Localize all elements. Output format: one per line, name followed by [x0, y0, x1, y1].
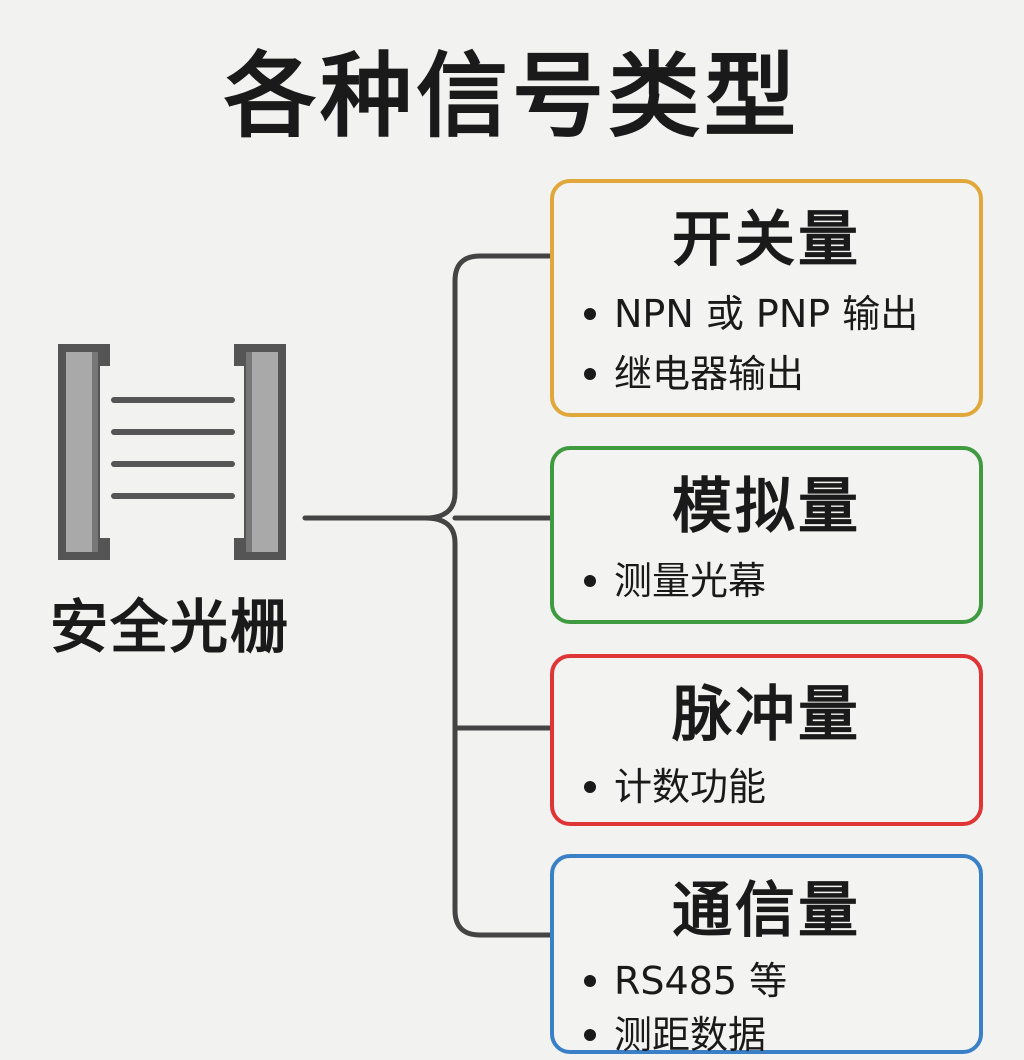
bullet-dot: [584, 307, 596, 320]
left-bracket: [58, 344, 110, 560]
bullet-dot: [584, 574, 596, 587]
light-beams: [111, 397, 235, 499]
card-switch-signal: 开关量 NPN 或 PNP 输出 继电器输出: [550, 179, 983, 417]
list-item-label: NPN 或 PNP 输出: [614, 292, 919, 336]
list-item: 测距数据: [584, 1010, 766, 1060]
connector-lines: [302, 253, 553, 938]
bullet-dot: [584, 1028, 596, 1041]
card-communication-signal: 通信量 RS485 等 测距数据: [550, 854, 983, 1057]
list-item-label: 测量光幕: [614, 559, 767, 603]
card-title: 通信量: [672, 876, 861, 946]
bullet-dot: [584, 974, 596, 987]
light-curtain-icon: [58, 344, 286, 560]
card-title: 模拟量: [672, 472, 861, 542]
list-item-label: 继电器输出: [614, 352, 805, 396]
card-title: 开关量: [672, 205, 861, 275]
list-item-label: 测距数据: [614, 1013, 767, 1057]
right-bracket: [234, 344, 286, 560]
list-item: NPN 或 PNP 输出: [584, 289, 918, 339]
list-item: 继电器输出: [584, 349, 804, 399]
card-analog-signal: 模拟量 测量光幕: [550, 446, 983, 624]
branch-switch: [422, 253, 553, 521]
list-item: 测量光幕: [584, 556, 766, 606]
bullet-dot: [584, 780, 596, 793]
branch-comm: [452, 725, 553, 938]
page-title: 各种信号类型: [223, 43, 800, 150]
device-label: 安全光栅: [50, 593, 291, 661]
bullet-dot: [584, 367, 596, 380]
list-item: 计数功能: [584, 762, 766, 812]
list-item: RS485 等: [584, 956, 787, 1006]
list-item-label: RS485 等: [614, 959, 788, 1003]
card-title: 脉冲量: [672, 680, 861, 750]
card-pulse-signal: 脉冲量 计数功能: [550, 654, 983, 826]
branch-pulse: [422, 515, 553, 731]
list-item-label: 计数功能: [614, 765, 767, 809]
